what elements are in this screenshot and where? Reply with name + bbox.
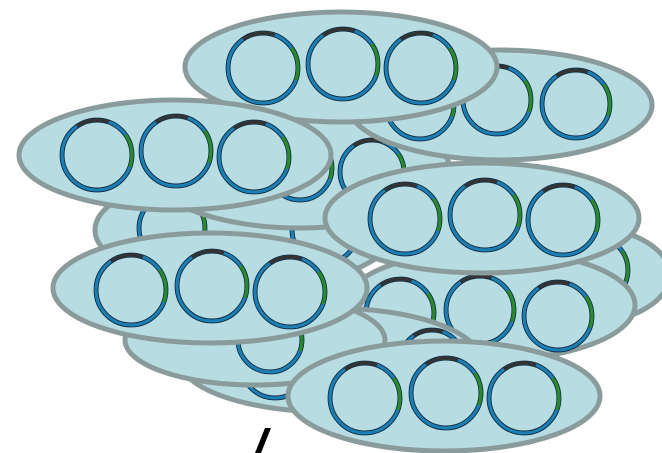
full-cell bbox=[325, 163, 639, 273]
slash-mark-icon bbox=[255, 428, 271, 453]
full-cell bbox=[53, 233, 367, 343]
full-cell bbox=[288, 341, 600, 451]
full-cell bbox=[19, 100, 331, 210]
